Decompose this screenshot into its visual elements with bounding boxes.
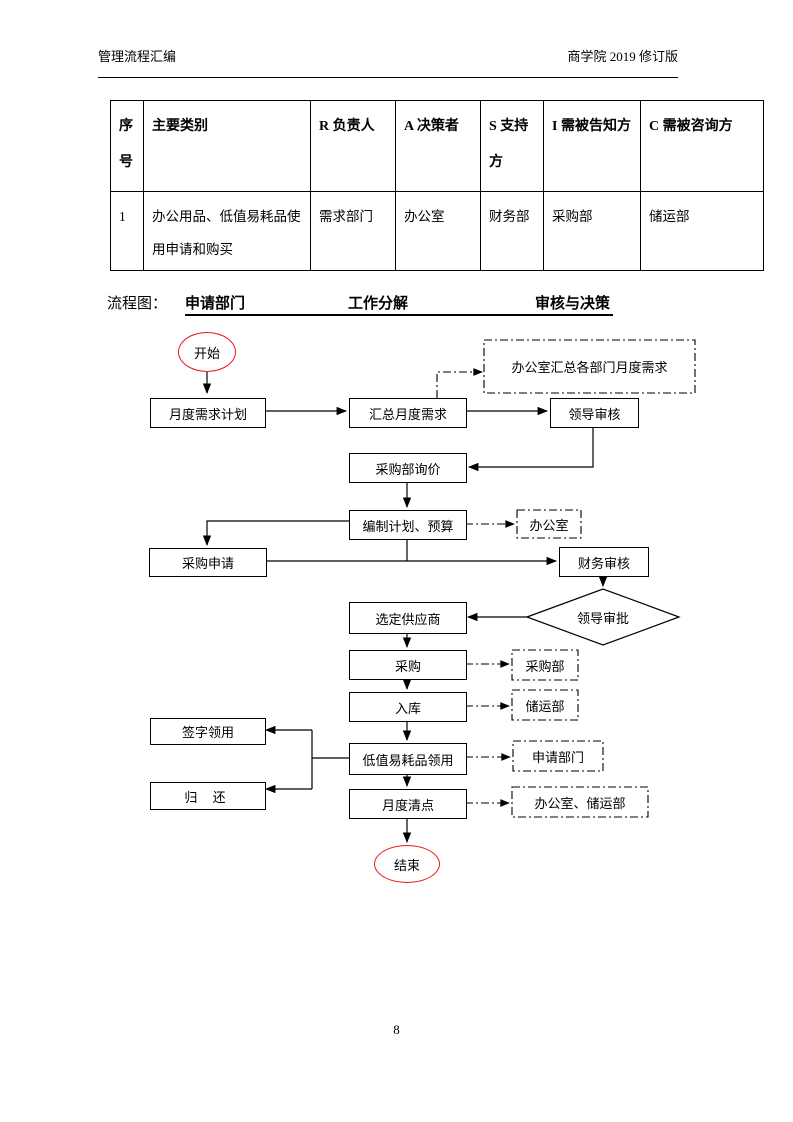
page-header: 管理流程汇编 商学院 2019 修订版 <box>98 46 678 70</box>
header-left-title: 管理流程汇编 <box>98 49 177 64</box>
office-note-label: 办公室 <box>529 517 569 533</box>
col-header-category: 主要类别 <box>143 100 311 192</box>
table-row: 1 办公用品、低值易耗品使用申请和购买 需求部门 办公室 财务部 采购部 储运部 <box>110 191 764 271</box>
cell-responsible: 需求部门 <box>310 191 396 271</box>
lane-header-review-decision: 审核与决策 <box>535 296 611 312</box>
node-aggregate-monthly-demand: 汇总月度需求 <box>349 398 467 428</box>
cell-seq: 1 <box>110 191 144 271</box>
lane-header-work-breakdown: 工作分解 <box>348 296 409 312</box>
end-terminal: 结束 <box>374 845 440 883</box>
connector-budget-to-request <box>202 520 349 547</box>
purchasing-dept-note-label: 采购部 <box>525 658 565 674</box>
node-monthly-demand-plan: 月度需求计划 <box>150 398 266 428</box>
col-header-informed: I 需被告知方 <box>543 100 641 192</box>
table-header-row: 序号 主要类别 R 负责人 A 决策者 S 支持方 I 需被告知方 C 需被咨询… <box>110 100 764 192</box>
cell-consulted: 储运部 <box>640 191 764 271</box>
lane-header-underline: 申请部门 工作分解 审核与决策 <box>185 292 613 316</box>
node-select-supplier: 选定供应商 <box>349 602 467 634</box>
cell-category: 办公用品、低值易耗品使用申请和购买 <box>143 191 311 271</box>
node-consumables-collect: 低值易耗品领用 <box>349 743 467 775</box>
node-warehouse-in: 入库 <box>349 692 467 722</box>
cell-accountable: 办公室 <box>395 191 481 271</box>
start-terminal: 开始 <box>178 332 236 372</box>
lane-header-request-dept: 申请部门 <box>185 296 246 312</box>
node-plan-budget: 编制计划、预算 <box>349 510 467 540</box>
col-header-responsible: R 负责人 <box>310 100 396 192</box>
col-header-accountable: A 决策者 <box>395 100 481 192</box>
header-rule <box>98 77 678 78</box>
node-leader-review: 领导审核 <box>550 398 639 428</box>
node-purchase-request: 采购申请 <box>149 548 267 577</box>
node-purchasing-inquiry: 采购部询价 <box>349 453 467 483</box>
connector-aggregate-to-office-note <box>436 368 483 398</box>
node-leader-approval-label: 领导审批 <box>576 610 629 626</box>
flowchart-label: 流程图： <box>107 296 168 312</box>
cell-informed: 采购部 <box>543 191 641 271</box>
col-header-consulted: C 需被咨询方 <box>640 100 764 192</box>
node-monthly-count: 月度清点 <box>349 789 467 819</box>
header-right-edition: 商学院 2019 修订版 <box>567 49 678 64</box>
col-header-seq: 序号 <box>110 100 144 192</box>
node-sign-collect: 签字领用 <box>150 718 266 745</box>
storage-dept-note-label: 储运部 <box>525 698 565 714</box>
cell-support: 财务部 <box>480 191 544 271</box>
rasic-table: 序号 主要类别 R 负责人 A 决策者 S 支持方 I 需被告知方 C 需被咨询… <box>110 100 764 271</box>
node-return: 归 还 <box>150 782 266 810</box>
col-header-support: S 支持方 <box>480 100 544 192</box>
dashdot-connectors <box>436 368 515 807</box>
connector-review-to-inquiry <box>467 426 594 472</box>
request-dept-note-label: 申请部门 <box>531 749 584 765</box>
node-finance-review: 财务审核 <box>559 547 649 577</box>
office-storage-note-label: 办公室、储运部 <box>534 795 626 811</box>
office-aggregates-note-label: 办公室汇总各部门月度需求 <box>511 360 668 375</box>
node-purchase: 采购 <box>349 650 467 680</box>
page-number: 8 <box>393 1022 400 1037</box>
